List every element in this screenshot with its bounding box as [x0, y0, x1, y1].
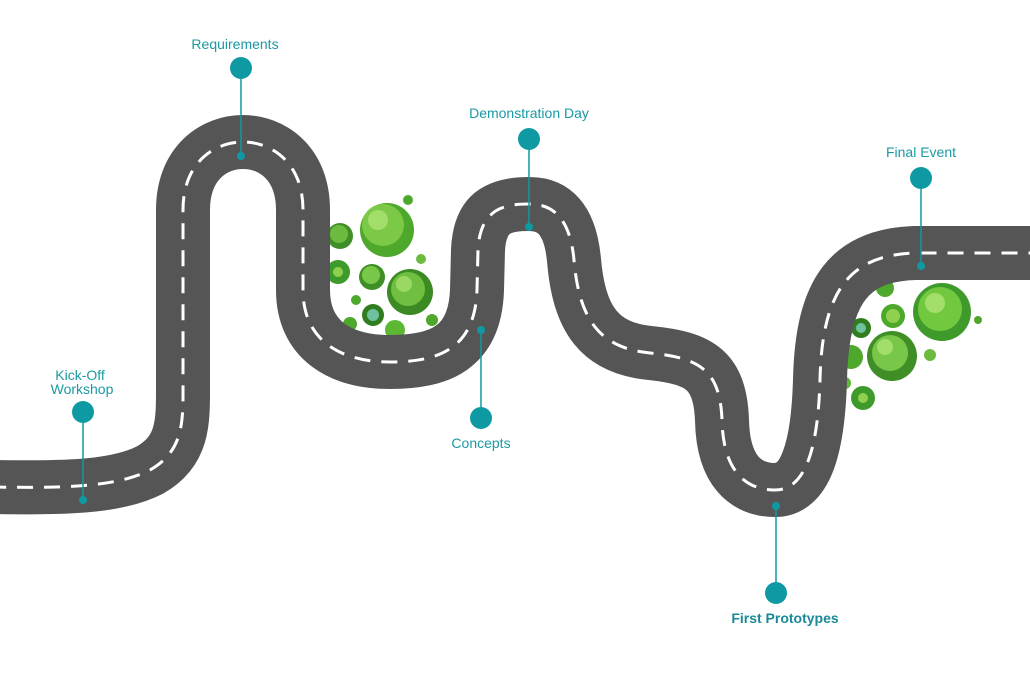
milestone-kickoff-label-line2: Workshop	[51, 381, 114, 397]
milestone-demo[interactable]: Demonstration Day	[469, 105, 589, 231]
milestone-concepts-anchor	[477, 326, 485, 334]
road	[0, 115, 1030, 517]
milestone-requirements-label: Requirements	[191, 36, 278, 52]
milestone-final-marker	[910, 167, 932, 189]
milestone-prototypes[interactable]: First Prototypes	[731, 502, 839, 626]
milestone-kickoff-label-line1: Kick-Off	[55, 367, 105, 383]
lane-marking	[0, 140, 1030, 492]
milestone-final-anchor	[917, 262, 925, 270]
milestone-kickoff[interactable]: Kick-Off Workshop	[51, 367, 114, 504]
milestone-prototypes-marker	[765, 582, 787, 604]
milestone-demo-anchor	[525, 223, 533, 231]
milestone-prototypes-anchor	[772, 502, 780, 510]
svg-text:Kick-Off Workshop: Kick-Off Workshop	[51, 367, 114, 397]
milestone-requirements[interactable]: Requirements	[191, 36, 279, 160]
milestone-kickoff-marker	[72, 401, 94, 423]
milestone-concepts[interactable]: Concepts	[451, 326, 511, 451]
milestone-final[interactable]: Final Event	[886, 144, 956, 270]
milestone-prototypes-label: First Prototypes	[731, 610, 839, 626]
milestone-requirements-marker	[230, 57, 252, 79]
milestone-demo-label: Demonstration Day	[469, 105, 589, 121]
milestone-requirements-anchor	[237, 152, 245, 160]
milestone-concepts-marker	[470, 407, 492, 429]
tree-cluster-left	[326, 195, 438, 340]
milestone-demo-marker	[518, 128, 540, 150]
milestone-kickoff-anchor	[79, 496, 87, 504]
milestone-concepts-label: Concepts	[451, 435, 510, 451]
milestone-final-label: Final Event	[886, 144, 956, 160]
